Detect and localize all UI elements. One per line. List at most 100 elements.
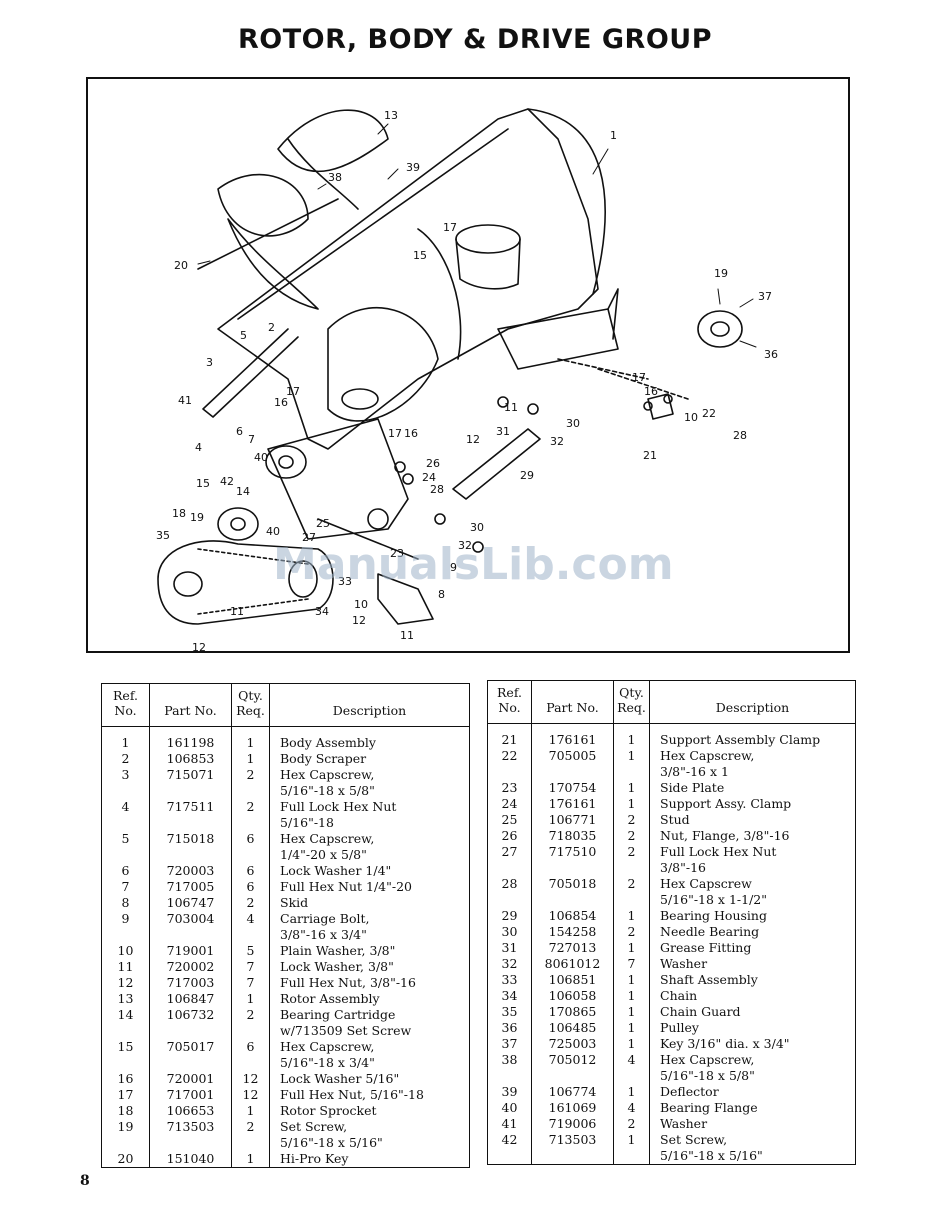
qty-cell: 1	[613, 1036, 650, 1052]
part-number-cell: 154258	[531, 924, 614, 940]
exploded-parts-diagram: 1 13 39 38 17 15 20 19 37 36 5 2 3 41 17…	[86, 77, 850, 653]
ref-cell: 28	[487, 876, 532, 908]
part-number-cell: 727013	[531, 940, 614, 956]
description-line: Body Assembly	[280, 735, 376, 750]
svg-text:18: 18	[172, 507, 186, 520]
skid	[377, 573, 434, 625]
description-line: Chain Guard	[660, 1004, 741, 1019]
header-part: Part No.	[531, 680, 614, 724]
part-number-cell: 151040	[149, 1151, 232, 1168]
description-line: Hex Capscrew	[660, 876, 752, 891]
svg-text:19: 19	[190, 511, 204, 524]
qty-cell: 2	[613, 812, 650, 828]
description-line: Hex Capscrew,	[660, 1052, 755, 1067]
description-line: Hex Capscrew,	[280, 1039, 375, 1054]
description-cell: Hex Capscrew,5/16"-18 x 3/4"	[269, 1039, 470, 1071]
part-number-cell: 717511	[149, 799, 232, 831]
svg-text:3: 3	[206, 356, 213, 369]
description-line: Washer	[660, 1116, 708, 1131]
qty-cell: 4	[613, 1100, 650, 1116]
svg-text:7: 7	[248, 433, 255, 446]
svg-text:14: 14	[236, 485, 250, 498]
svg-text:12: 12	[466, 433, 480, 446]
qty-cell: 1	[231, 1151, 270, 1168]
description-line: 3/8"-16 x 1	[660, 764, 729, 779]
svg-text:17: 17	[632, 371, 646, 384]
page-title: ROTOR, BODY & DRIVE GROUP	[237, 24, 713, 55]
part-number-cell: 106774	[531, 1084, 614, 1100]
part-number-cell: 717005	[149, 879, 232, 895]
description-cell: Rotor Sprocket	[269, 1103, 470, 1119]
svg-text:13: 13	[384, 109, 398, 122]
svg-text:32: 32	[550, 435, 564, 448]
ref-cell: 38	[487, 1052, 532, 1084]
part-number-cell: 161198	[149, 726, 232, 751]
description-line: Stud	[660, 812, 690, 827]
svg-text:31: 31	[496, 425, 510, 438]
svg-text:27: 27	[302, 531, 316, 544]
part-number-cell: 713503	[531, 1132, 614, 1165]
qty-cell: 1	[613, 988, 650, 1004]
svg-text:21: 21	[643, 449, 657, 462]
qty-cell: 1	[231, 751, 270, 767]
svg-text:39: 39	[406, 161, 420, 174]
part-number-cell: 176161	[531, 723, 614, 748]
qty-cell: 6	[231, 1039, 270, 1071]
part-number-cell: 720001	[149, 1071, 232, 1087]
header-qty: Qty.Req.	[613, 680, 650, 724]
description-line: 5/16"-18 x 5/8"	[280, 783, 375, 798]
description-cell: Support Assy. Clamp	[649, 796, 856, 812]
qty-cell: 2	[231, 767, 270, 799]
part-number-cell: 705018	[531, 876, 614, 908]
ref-cell: 36	[487, 1020, 532, 1036]
header-part: Part No.	[149, 683, 232, 727]
svg-text:1: 1	[610, 129, 617, 142]
page-number: 8	[80, 1173, 90, 1189]
part-number-cell: 106058	[531, 988, 614, 1004]
qty-cell: 1	[613, 1004, 650, 1020]
description-line: Chain	[660, 988, 698, 1003]
svg-text:20: 20	[174, 259, 188, 272]
svg-text:29: 29	[520, 469, 534, 482]
svg-text:24: 24	[422, 471, 436, 484]
ref-cell: 21	[487, 723, 532, 748]
ref-cell: 1	[101, 726, 150, 751]
description-cell: Lock Washer 5/16"	[269, 1071, 470, 1087]
part-number-cell: 106853	[149, 751, 232, 767]
svg-text:28: 28	[733, 429, 747, 442]
description-cell: Full Hex Nut 1/4"-20	[269, 879, 470, 895]
description-line: Full Lock Hex Nut	[280, 799, 397, 814]
drive-frame	[497, 308, 619, 370]
description-line: Hi-Pro Key	[280, 1151, 349, 1166]
svg-text:16: 16	[644, 385, 658, 398]
svg-text:26: 26	[426, 457, 440, 470]
watermark-text: ManualsLib.com	[273, 539, 674, 590]
description-line: Full Hex Nut, 3/8"-16	[280, 975, 416, 990]
svg-text:6: 6	[236, 425, 243, 438]
part-number-cell: 719006	[531, 1116, 614, 1132]
ref-cell: 33	[487, 972, 532, 988]
description-line: Support Assembly Clamp	[660, 732, 821, 747]
ref-cell: 16	[101, 1071, 150, 1087]
part-number-cell: 170754	[531, 780, 614, 796]
qty-cell: 4	[613, 1052, 650, 1084]
description-line: Skid	[280, 895, 309, 910]
qty-cell: 6	[231, 879, 270, 895]
part-number-cell: 713503	[149, 1119, 232, 1151]
